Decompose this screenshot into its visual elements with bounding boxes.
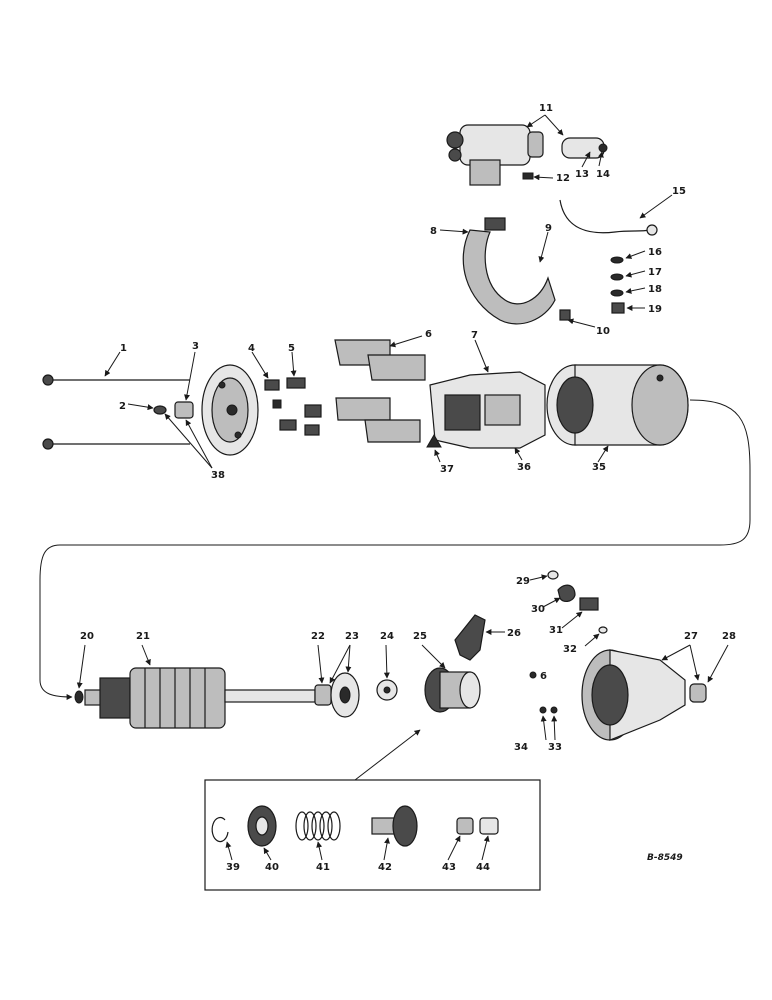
leader-lines: [76, 114, 729, 861]
small-hardware: [529, 671, 558, 714]
part-label-38: 38: [211, 470, 225, 481]
part-label-33: 33: [548, 742, 562, 753]
terminal-lead: [559, 199, 658, 236]
part-label-17: 17: [648, 267, 662, 278]
part-label-29: 29: [516, 576, 530, 587]
part-label-3: 3: [192, 341, 199, 352]
shift-lever: [454, 614, 486, 661]
part-label-41: 41: [316, 862, 330, 873]
plunger-parts: [547, 570, 608, 634]
brush-holders: [264, 377, 322, 436]
part-label-43: 43: [442, 862, 456, 873]
part-label-27: 27: [684, 631, 698, 642]
part-label-1: 1: [120, 343, 127, 354]
part-label-4: 4: [248, 343, 255, 354]
lock-washer: [376, 679, 398, 701]
part-label-13: 13: [575, 169, 589, 180]
part-label-6: 6: [425, 329, 432, 340]
part-label-44: 44: [476, 862, 490, 873]
part-label-25: 25: [413, 631, 427, 642]
part-label-14: 14: [596, 169, 610, 180]
part-label-37: 37: [440, 464, 454, 475]
field-strap: [462, 217, 556, 325]
part-label-15: 15: [672, 186, 686, 197]
through-bolts: [42, 374, 190, 450]
part-label-42: 42: [378, 862, 392, 873]
part-label-28: 28: [722, 631, 736, 642]
drive-assembly: [424, 667, 481, 713]
part-label-6-small: 6: [540, 671, 547, 682]
field-frame: [546, 364, 689, 446]
drive-detail-parts: [211, 805, 499, 847]
drive-detail-inset-box: [204, 779, 541, 891]
washer-set: [559, 256, 625, 321]
part-label-18: 18: [648, 284, 662, 295]
part-label-2: 2: [119, 401, 126, 412]
commutator-end-frame: [201, 364, 259, 456]
part-label-31: 31: [549, 625, 563, 636]
armature: [74, 667, 316, 729]
part-label-10: 10: [596, 326, 610, 337]
part-label-35: 35: [592, 462, 606, 473]
part-label-16: 16: [648, 247, 662, 258]
field-coils: [429, 371, 546, 449]
part-label-11: 11: [539, 103, 553, 114]
part-label-21: 21: [136, 631, 150, 642]
part-label-9: 9: [545, 223, 552, 234]
part-label-23: 23: [345, 631, 359, 642]
part-label-24: 24: [380, 631, 394, 642]
part-label-8: 8: [430, 226, 437, 237]
part-label-40: 40: [265, 862, 279, 873]
part-label-12: 12: [556, 173, 570, 184]
solenoid-assembly: [446, 124, 608, 186]
part-label-32: 32: [563, 644, 577, 655]
part-label-36: 36: [517, 462, 531, 473]
drawing-number: B-8549: [647, 853, 683, 863]
end-plug-and-bushing: [153, 401, 194, 419]
part-label-5: 5: [288, 343, 295, 354]
part-label-20: 20: [80, 631, 94, 642]
part-label-30: 30: [531, 604, 545, 615]
insulator-cone: [426, 434, 442, 448]
part-label-19: 19: [648, 304, 662, 315]
part-label-22: 22: [311, 631, 325, 642]
part-label-7: 7: [471, 330, 478, 341]
part-label-34: 34: [514, 742, 528, 753]
drive-housing: [581, 649, 707, 741]
part-label-39: 39: [226, 862, 240, 873]
thrust-collar-and-washer: [314, 672, 360, 718]
part-label-26: 26: [507, 628, 521, 639]
part-number-labels: 1 2 3 4 5 6 7 8 9 10 11 12 13 14 15 16 1…: [80, 103, 736, 873]
pole-shoes: [334, 339, 426, 443]
